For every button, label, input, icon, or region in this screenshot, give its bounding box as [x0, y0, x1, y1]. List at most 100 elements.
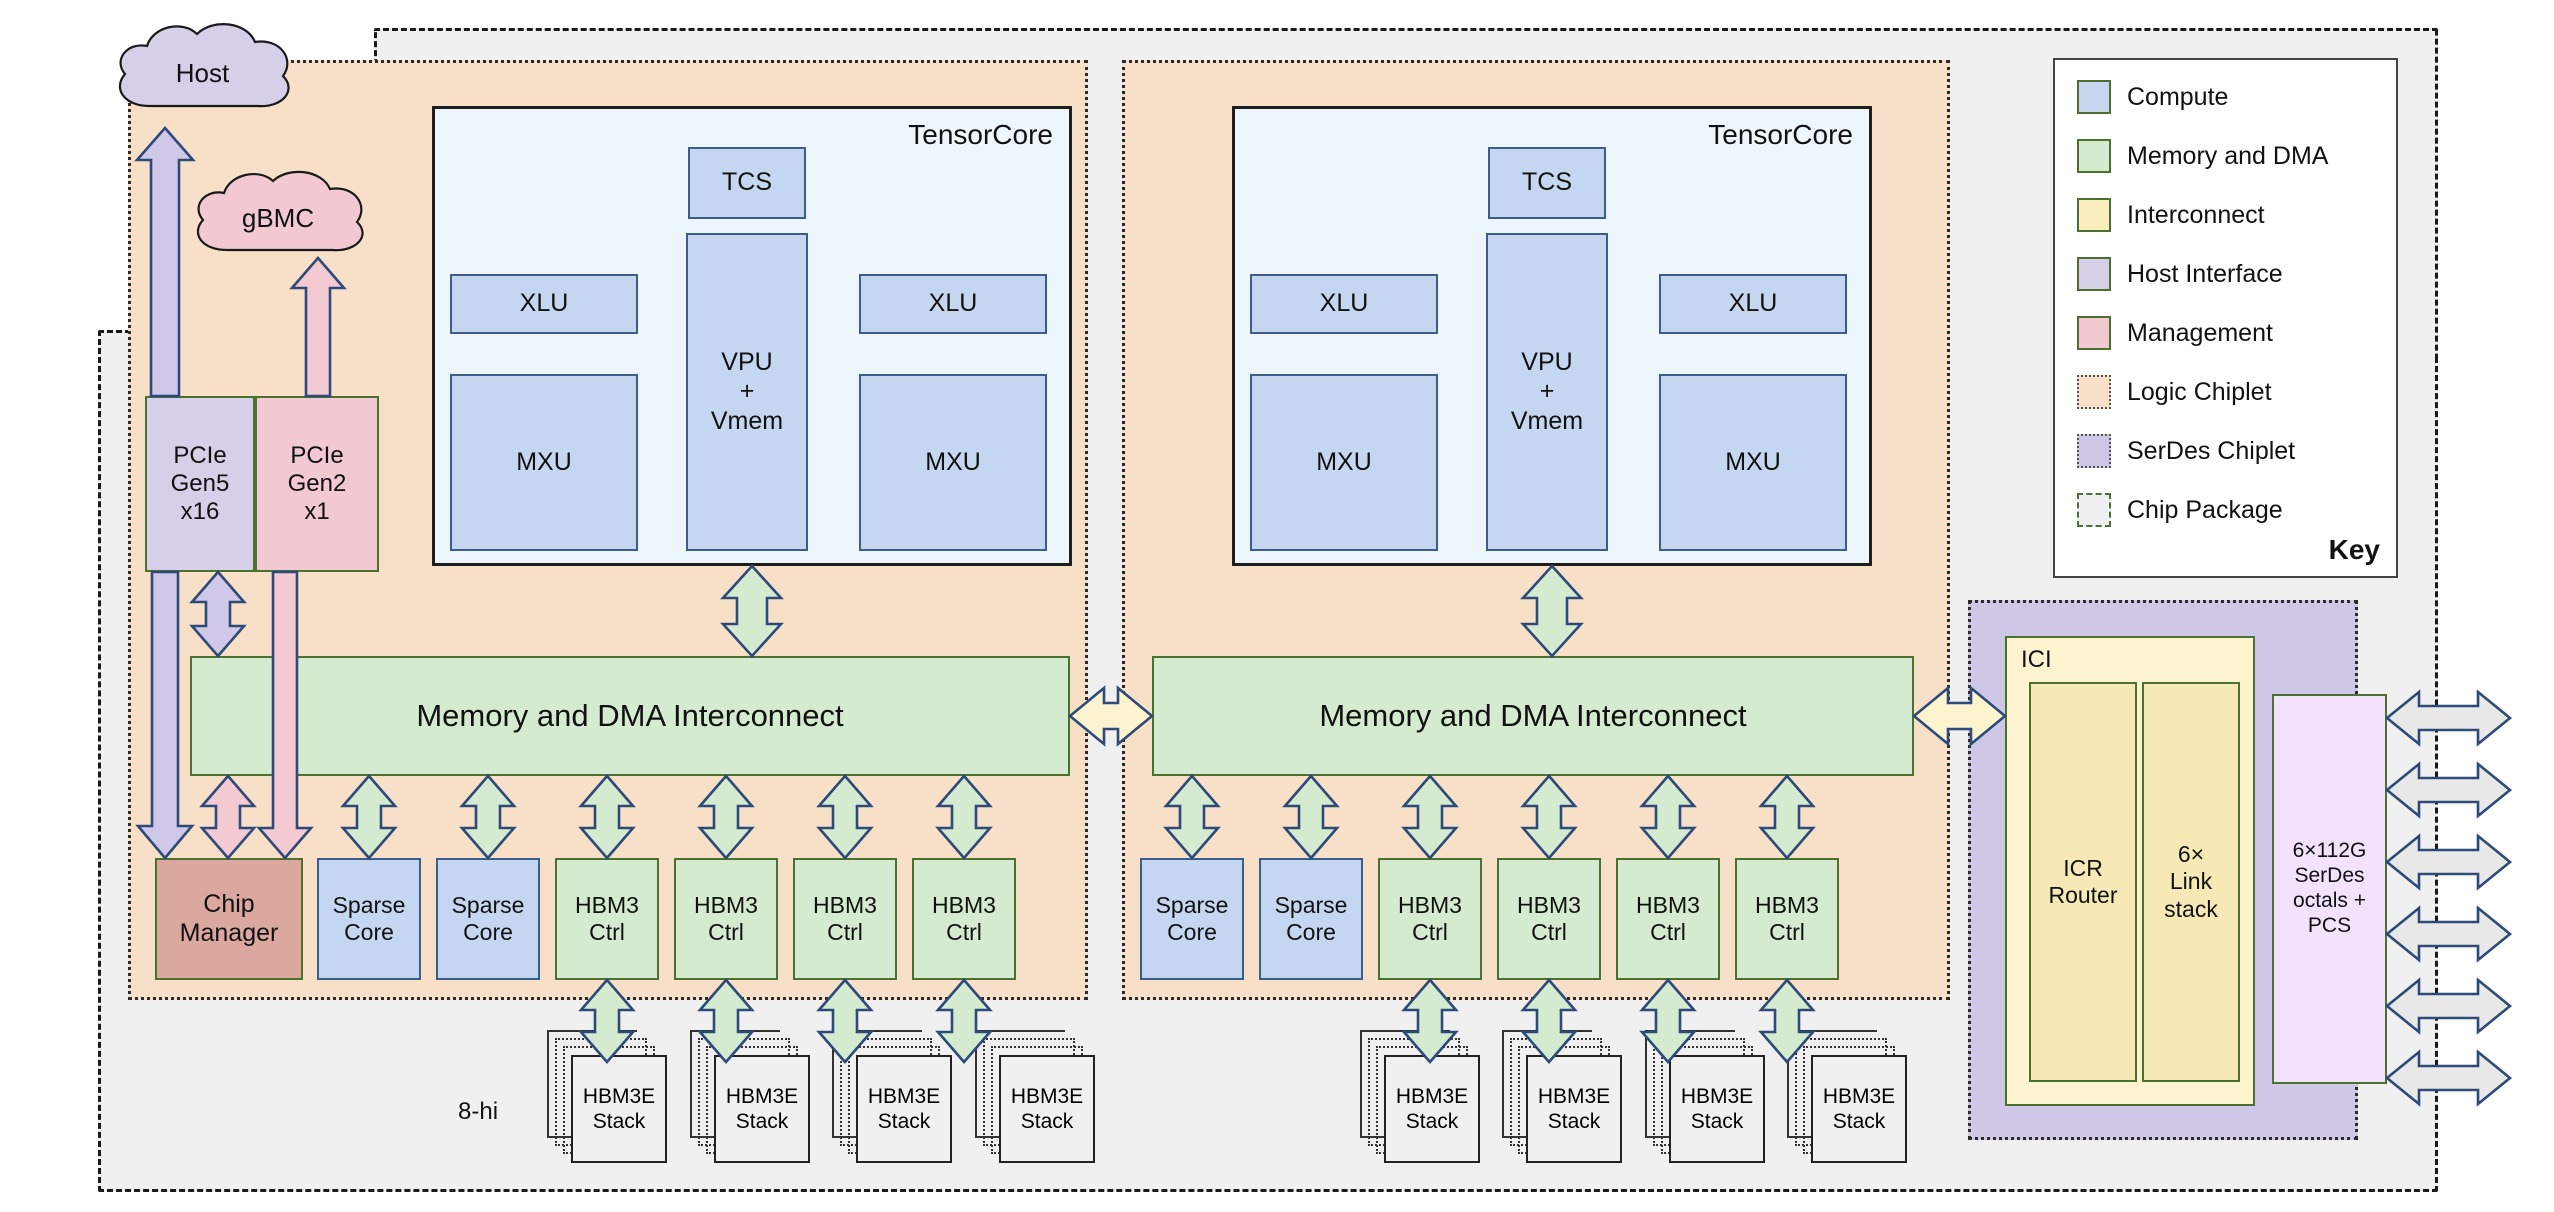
diagram.right_bottom_blocks-2-line-0: HBM3 [1398, 891, 1462, 918]
key-item-host-interface: Host Interface [2077, 257, 2283, 291]
hbm3e-stack-1-line-0: HBM3E [725, 1084, 799, 1108]
key-label-6: SerDes Chiplet [2127, 436, 2296, 465]
chip-manager-line-1: Manager [179, 919, 279, 947]
mxu-right-label-left: MXU [925, 447, 981, 476]
tensorcore-right-label: TensorCore [1708, 119, 1853, 150]
diagram.left_bottom_blocks-0-line-0: Sparse [332, 891, 406, 918]
ici-label: ICI [2021, 646, 2052, 673]
xlu-left-label-right: XLU [1319, 289, 1369, 318]
gbmc-cloud-label: gBMC [241, 203, 315, 233]
hbm3e-stack-0-line-0: HBM3E [582, 1084, 656, 1108]
tcs-label-left: TCS [722, 168, 772, 197]
serdes-line-1: SerDes [2294, 864, 2365, 888]
key-label-7: Chip Package [2127, 495, 2283, 524]
tcs-label-right: TCS [1522, 168, 1572, 197]
hbm3e-stack-3-line-0: HBM3E [1010, 1084, 1084, 1108]
diagram.right_bottom_blocks-4-line-0: HBM3 [1636, 891, 1700, 918]
vpu-line-1-right: + [1539, 377, 1555, 406]
tcs-block-left: TCS [688, 147, 806, 219]
vpu-line-2-right: Vmem [1510, 406, 1584, 435]
serdes-line-0: 6×112G [2292, 839, 2367, 863]
chip-manager-line-0: Chip [203, 889, 255, 918]
diagram.right_bottom_blocks-0-line-0: Sparse [1155, 891, 1229, 918]
key-label-2: Interconnect [2127, 200, 2265, 229]
key-label-1: Memory and DMA [2127, 141, 2329, 170]
hbm3e-stack-7-line-0: HBM3E [1822, 1084, 1896, 1108]
memory-dma-interconnect-left-label: Memory and DMA Interconnect [416, 697, 844, 733]
key-item-memory-and-dma: Memory and DMA [2077, 139, 2328, 173]
memory-dma-interconnect-right-label: Memory and DMA Interconnect [1319, 697, 1747, 733]
mxu-right-block-right: MXU [1659, 374, 1847, 551]
xlu-left-block-right: XLU [1250, 274, 1438, 334]
key-item-logic-chiplet: Logic Chiplet [2077, 375, 2272, 409]
key-label-5: Logic Chiplet [2127, 377, 2272, 406]
mxu-left-block-left: MXU [450, 374, 638, 551]
chip-manager-block: Chip Manager [155, 858, 303, 980]
diagram.left_bottom_blocks-1-line-1: Core [463, 919, 513, 945]
host-cloud: Host [105, 18, 300, 128]
serdes-octals-block: 6×112G SerDes octals + PCS [2272, 694, 2387, 1084]
hbm3e-stack-5-line-1: Stack [1547, 1110, 1601, 1133]
diagram.left_bottom_blocks-2-line-0: HBM3 [575, 891, 639, 918]
key-swatch-icon-2 [2077, 198, 2111, 232]
diagram.left_bottom_blocks-3-line-1: Ctrl [708, 919, 744, 945]
pcie-gen2-line-1: Gen2 [287, 469, 347, 497]
tensorcore-right: TensorCore TCS VPU + Vmem XLU XLU MXU MX… [1232, 106, 1872, 566]
diagram.right_bottom_blocks-2-line-1: Ctrl [1412, 919, 1448, 945]
key-item-interconnect: Interconnect [2077, 198, 2265, 232]
hbm3e-stack-4-line-1: Stack [1405, 1110, 1459, 1133]
pcie-gen5-block: PCIe Gen5 x16 [145, 396, 255, 572]
icr-router-block: ICR Router [2029, 682, 2137, 1082]
vpu-line-2-left: Vmem [710, 406, 784, 435]
xlu-left-label-left: XLU [519, 289, 569, 318]
serdes-line-2: octals + [2293, 889, 2366, 912]
diagram.left_bottom_blocks-5-line-0: HBM3 [932, 891, 996, 918]
hbm3e-stack-2-line-0: HBM3E [867, 1084, 941, 1108]
ici-block: ICI ICR Router 6× Link stack [2005, 636, 2255, 1106]
link-stack-line-0: 6× [2177, 841, 2205, 868]
pcie-gen2-line-2: x1 [304, 498, 330, 526]
xlu-right-block-left: XLU [859, 274, 1047, 334]
icr-router-line-1: Router [2048, 882, 2118, 908]
mxu-left-block-right: MXU [1250, 374, 1438, 551]
diagram.left_bottom_blocks-2-line-1: Ctrl [589, 919, 625, 945]
diagram.left_bottom_blocks-4-line-0: HBM3 [813, 891, 877, 918]
link-stack-line-2: stack [2164, 895, 2218, 922]
mxu-left-label-left: MXU [516, 447, 572, 476]
xlu-right-label-right: XLU [1728, 289, 1778, 318]
hbm3e-stack-0-line-1: Stack [592, 1110, 646, 1133]
diagram.right_bottom_blocks-0-line-1: Core [1167, 919, 1217, 945]
hbm3e-stack-6-line-0: HBM3E [1680, 1084, 1754, 1108]
pcie-gen5-line-0: PCIe [173, 441, 227, 469]
mxu-left-label-right: MXU [1316, 447, 1372, 476]
hbm3e-stack-6-line-1: Stack [1690, 1110, 1744, 1133]
hbm3e-stack-1-line-1: Stack [735, 1110, 789, 1133]
diagram.right_bottom_blocks-3-line-1: Ctrl [1531, 919, 1567, 945]
key-item-chip-package: Chip Package [2077, 493, 2283, 527]
key-swatch-icon-3 [2077, 257, 2111, 291]
link-stack-block: 6× Link stack [2142, 682, 2240, 1082]
key-swatch-icon-6 [2077, 434, 2111, 468]
diagram.left_bottom_blocks-1-line-0: Sparse [451, 891, 525, 918]
key-title: Key [2328, 534, 2380, 565]
